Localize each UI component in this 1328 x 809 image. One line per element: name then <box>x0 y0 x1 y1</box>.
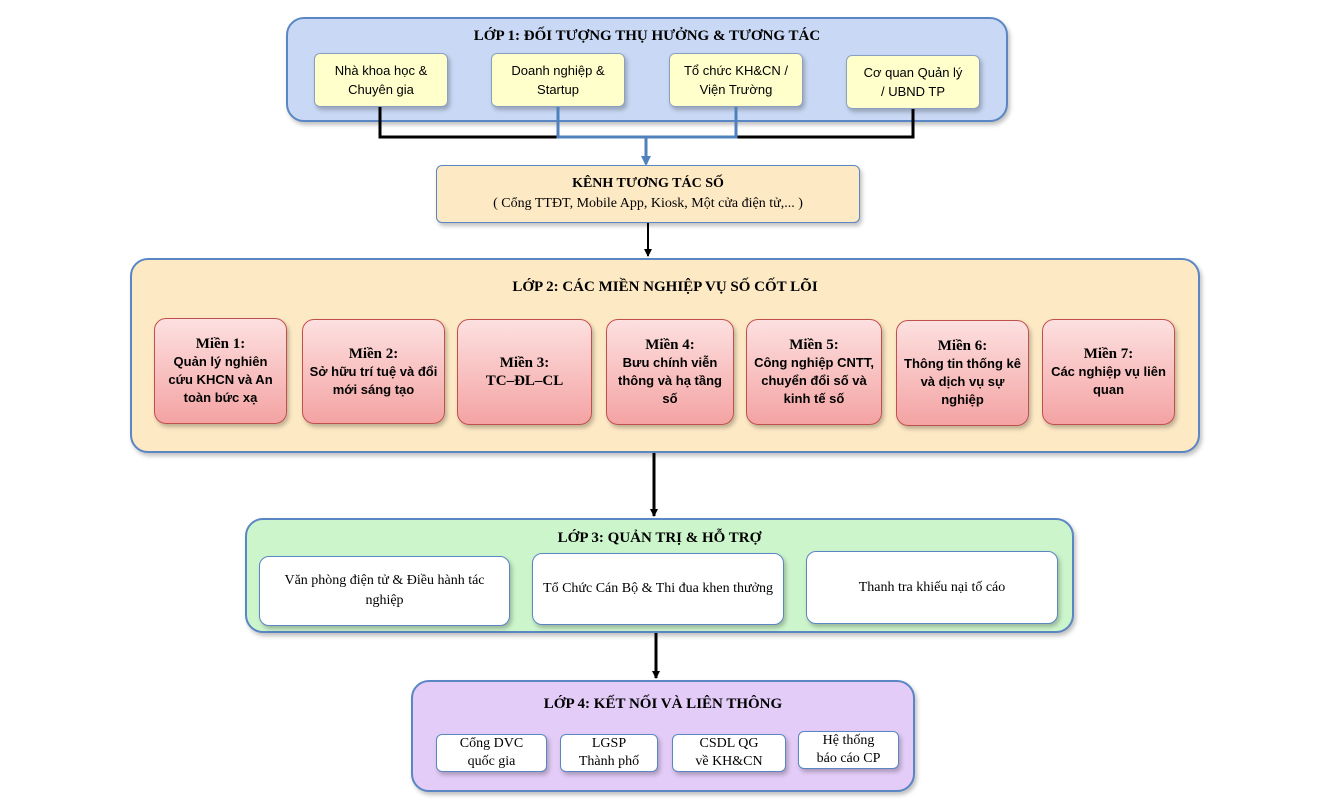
channel-box: KÊNH TƯƠNG TÁC SỐ ( Cổng TTĐT, Mobile Ap… <box>436 165 860 223</box>
channel-title: KÊNH TƯƠNG TÁC SỐ <box>572 176 724 191</box>
channel-subtitle: ( Cổng TTĐT, Mobile App, Kiosk, Một cửa … <box>493 196 803 211</box>
layer1-item-authorities: Cơ quan Quản lý/ UBND TP <box>846 55 980 109</box>
layer3-title: LỚP 3: QUẢN TRỊ & HỖ TRỢ <box>557 530 762 546</box>
layer4-title: LỚP 4: KẾT NỐI VÀ LIÊN THÔNG <box>543 696 783 712</box>
domain-box-2: Miền 2:Sở hữu trí tuệ và đổi mới sáng tạ… <box>302 319 445 424</box>
domain-box-5: Miền 5:Công nghiệp CNTT, chuyển đổi số v… <box>746 319 882 425</box>
domain-box-1: Miền 1:Quản lý nghiên cứu KHCN và An toà… <box>154 318 287 424</box>
layer2-title: LỚP 2: CÁC MIỀN NGHIỆP VỤ SỐ CỐT LÕI <box>512 279 818 295</box>
domain-box-6: Miền 6:Thông tin thống kê và dịch vụ sự … <box>896 320 1029 426</box>
domain-box-3: Miền 3:TC–ĐL–CL <box>457 319 592 425</box>
layer1-item-scientists: Nhà khoa học &Chuyên gia <box>314 53 448 107</box>
layer3-item-inspection: Thanh tra khiếu nại tố cáo <box>806 551 1058 624</box>
connector-layer1-inner <box>556 107 738 139</box>
layer3-item-eoffice: Văn phòng điện tử & Điều hành tác nghiệp <box>259 556 510 626</box>
layer1-item-institutes: Tổ chức KH&CN /Viện Trường <box>669 53 803 107</box>
layer3-item-personnel: Tổ Chức Cán Bộ & Thi đua khen thưởng <box>532 553 784 625</box>
domain-box-7: Miền 7:Các nghiệp vụ liên quan <box>1042 319 1175 425</box>
domain-box-4: Miền 4:Bưu chính viễn thông và hạ tầng s… <box>606 319 734 425</box>
connector-layer1-outer <box>378 107 915 139</box>
layer1-item-enterprises: Doanh nghiệp &Startup <box>491 53 625 107</box>
layer1-title: LỚP 1: ĐỐI TƯỢNG THỤ HƯỞNG & TƯƠNG TÁC <box>473 28 821 44</box>
